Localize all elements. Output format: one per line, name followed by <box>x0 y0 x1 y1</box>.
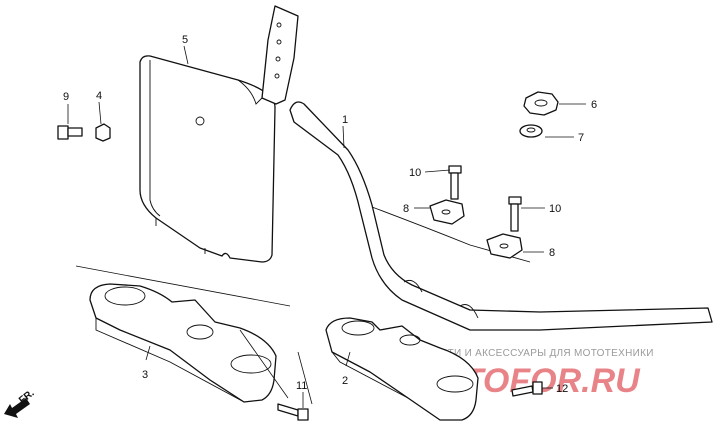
callout-1: 1 <box>342 114 348 126</box>
callout-4: 4 <box>96 90 102 102</box>
nut <box>523 91 559 116</box>
callout-10-left: 10 <box>409 167 421 179</box>
callout-7: 7 <box>578 132 584 144</box>
bolt-10-left <box>448 165 462 200</box>
bolt-10-right <box>508 196 522 232</box>
callout-9: 9 <box>63 91 69 103</box>
handlebar <box>289 101 713 331</box>
washer <box>519 124 543 138</box>
callout-8-right: 8 <box>549 247 555 259</box>
bolt-9 <box>57 125 83 140</box>
callouts: 1 2 3 4 5 6 7 8 8 9 10 10 11 12 <box>63 34 597 395</box>
callout-2: 2 <box>342 375 348 387</box>
holder-right <box>486 233 523 259</box>
upper-triple-clamp <box>89 283 277 403</box>
leader-lines <box>67 45 586 408</box>
watermark-text: ЗАПЧАСТИ И АКСЕССУАРЫ ДЛЯ МОТОТЕХНИКИ <box>406 348 654 359</box>
front-direction-arrow: FR. <box>4 388 37 418</box>
holder-left <box>429 199 465 225</box>
callout-12: 12 <box>556 383 568 395</box>
callout-8-left: 8 <box>403 203 409 215</box>
callout-11: 11 <box>296 380 307 392</box>
bolt-12 <box>511 381 543 397</box>
callout-5: 5 <box>182 34 188 46</box>
bolt-11 <box>277 403 309 421</box>
lower-triple-clamp <box>325 317 479 421</box>
callout-10-right: 10 <box>549 203 561 215</box>
callout-3: 3 <box>142 369 148 381</box>
number-plate <box>139 5 299 263</box>
callout-6: 6 <box>591 99 597 111</box>
bolt-4 <box>95 123 111 142</box>
